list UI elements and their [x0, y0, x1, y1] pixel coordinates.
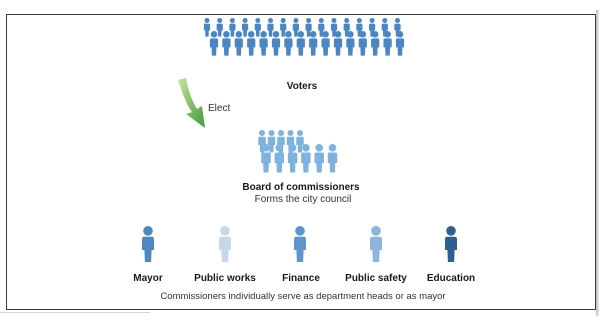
voter-icon [229, 18, 236, 37]
frame-shadow [596, 10, 599, 316]
voters-label: Voters [286, 81, 318, 92]
education-icon [445, 226, 457, 262]
voter-icon [346, 30, 355, 56]
voter-icon [292, 18, 299, 37]
voter-icon [309, 30, 318, 56]
voter-icon [333, 30, 343, 56]
voter-icon [383, 30, 392, 56]
finance-icon [294, 226, 306, 262]
commissioner-icon [327, 144, 338, 173]
board-title: Board of commissioners [242, 182, 360, 193]
dept-label-education: Education [426, 273, 476, 284]
public-works-icon [219, 226, 231, 262]
dept-label-public-safety: Public safety [345, 273, 407, 284]
voter-icon [358, 30, 367, 56]
commissioner-icon [267, 130, 276, 153]
diagram-frame [6, 14, 596, 310]
department-icon-group [142, 226, 457, 262]
voter-icon [234, 30, 243, 56]
voter-icon [321, 30, 330, 56]
voter-icon [203, 18, 211, 37]
commissioner-icon [296, 130, 304, 153]
commissioner-icon [301, 144, 311, 173]
dept-label-mayor: Mayor [133, 273, 163, 284]
footnote: Commissioners individually serve as depa… [160, 291, 446, 302]
voter-icon [254, 18, 261, 37]
voter-icon [259, 30, 268, 56]
commissioner-icon [314, 144, 324, 173]
voter-icon [242, 18, 249, 37]
board-icon-group [258, 130, 338, 173]
voter-icon [395, 30, 405, 56]
board-subtitle: Forms the city council [254, 194, 352, 205]
voter-icon [216, 18, 223, 37]
elect-label: Elect [208, 103, 231, 114]
voter-icon [209, 30, 219, 56]
public-safety-icon [370, 226, 382, 262]
voter-icon [296, 30, 305, 56]
voters-icon-group [203, 18, 405, 56]
dept-label-public-works: Public works [194, 273, 256, 284]
dept-label-finance: Finance [282, 273, 320, 284]
commissioner-icon [274, 144, 285, 173]
voter-icon [371, 30, 380, 56]
commissioner-icon [287, 144, 298, 173]
voter-icon [247, 30, 256, 56]
voter-icon [284, 30, 293, 56]
commissioner-icon [261, 144, 271, 173]
mayor-icon [142, 226, 154, 262]
voter-icon [280, 18, 287, 37]
scan-line [0, 312, 150, 313]
elect-arrow [178, 78, 205, 128]
voter-icon [267, 18, 274, 37]
voter-icon [271, 30, 281, 56]
voter-icon [222, 30, 231, 56]
